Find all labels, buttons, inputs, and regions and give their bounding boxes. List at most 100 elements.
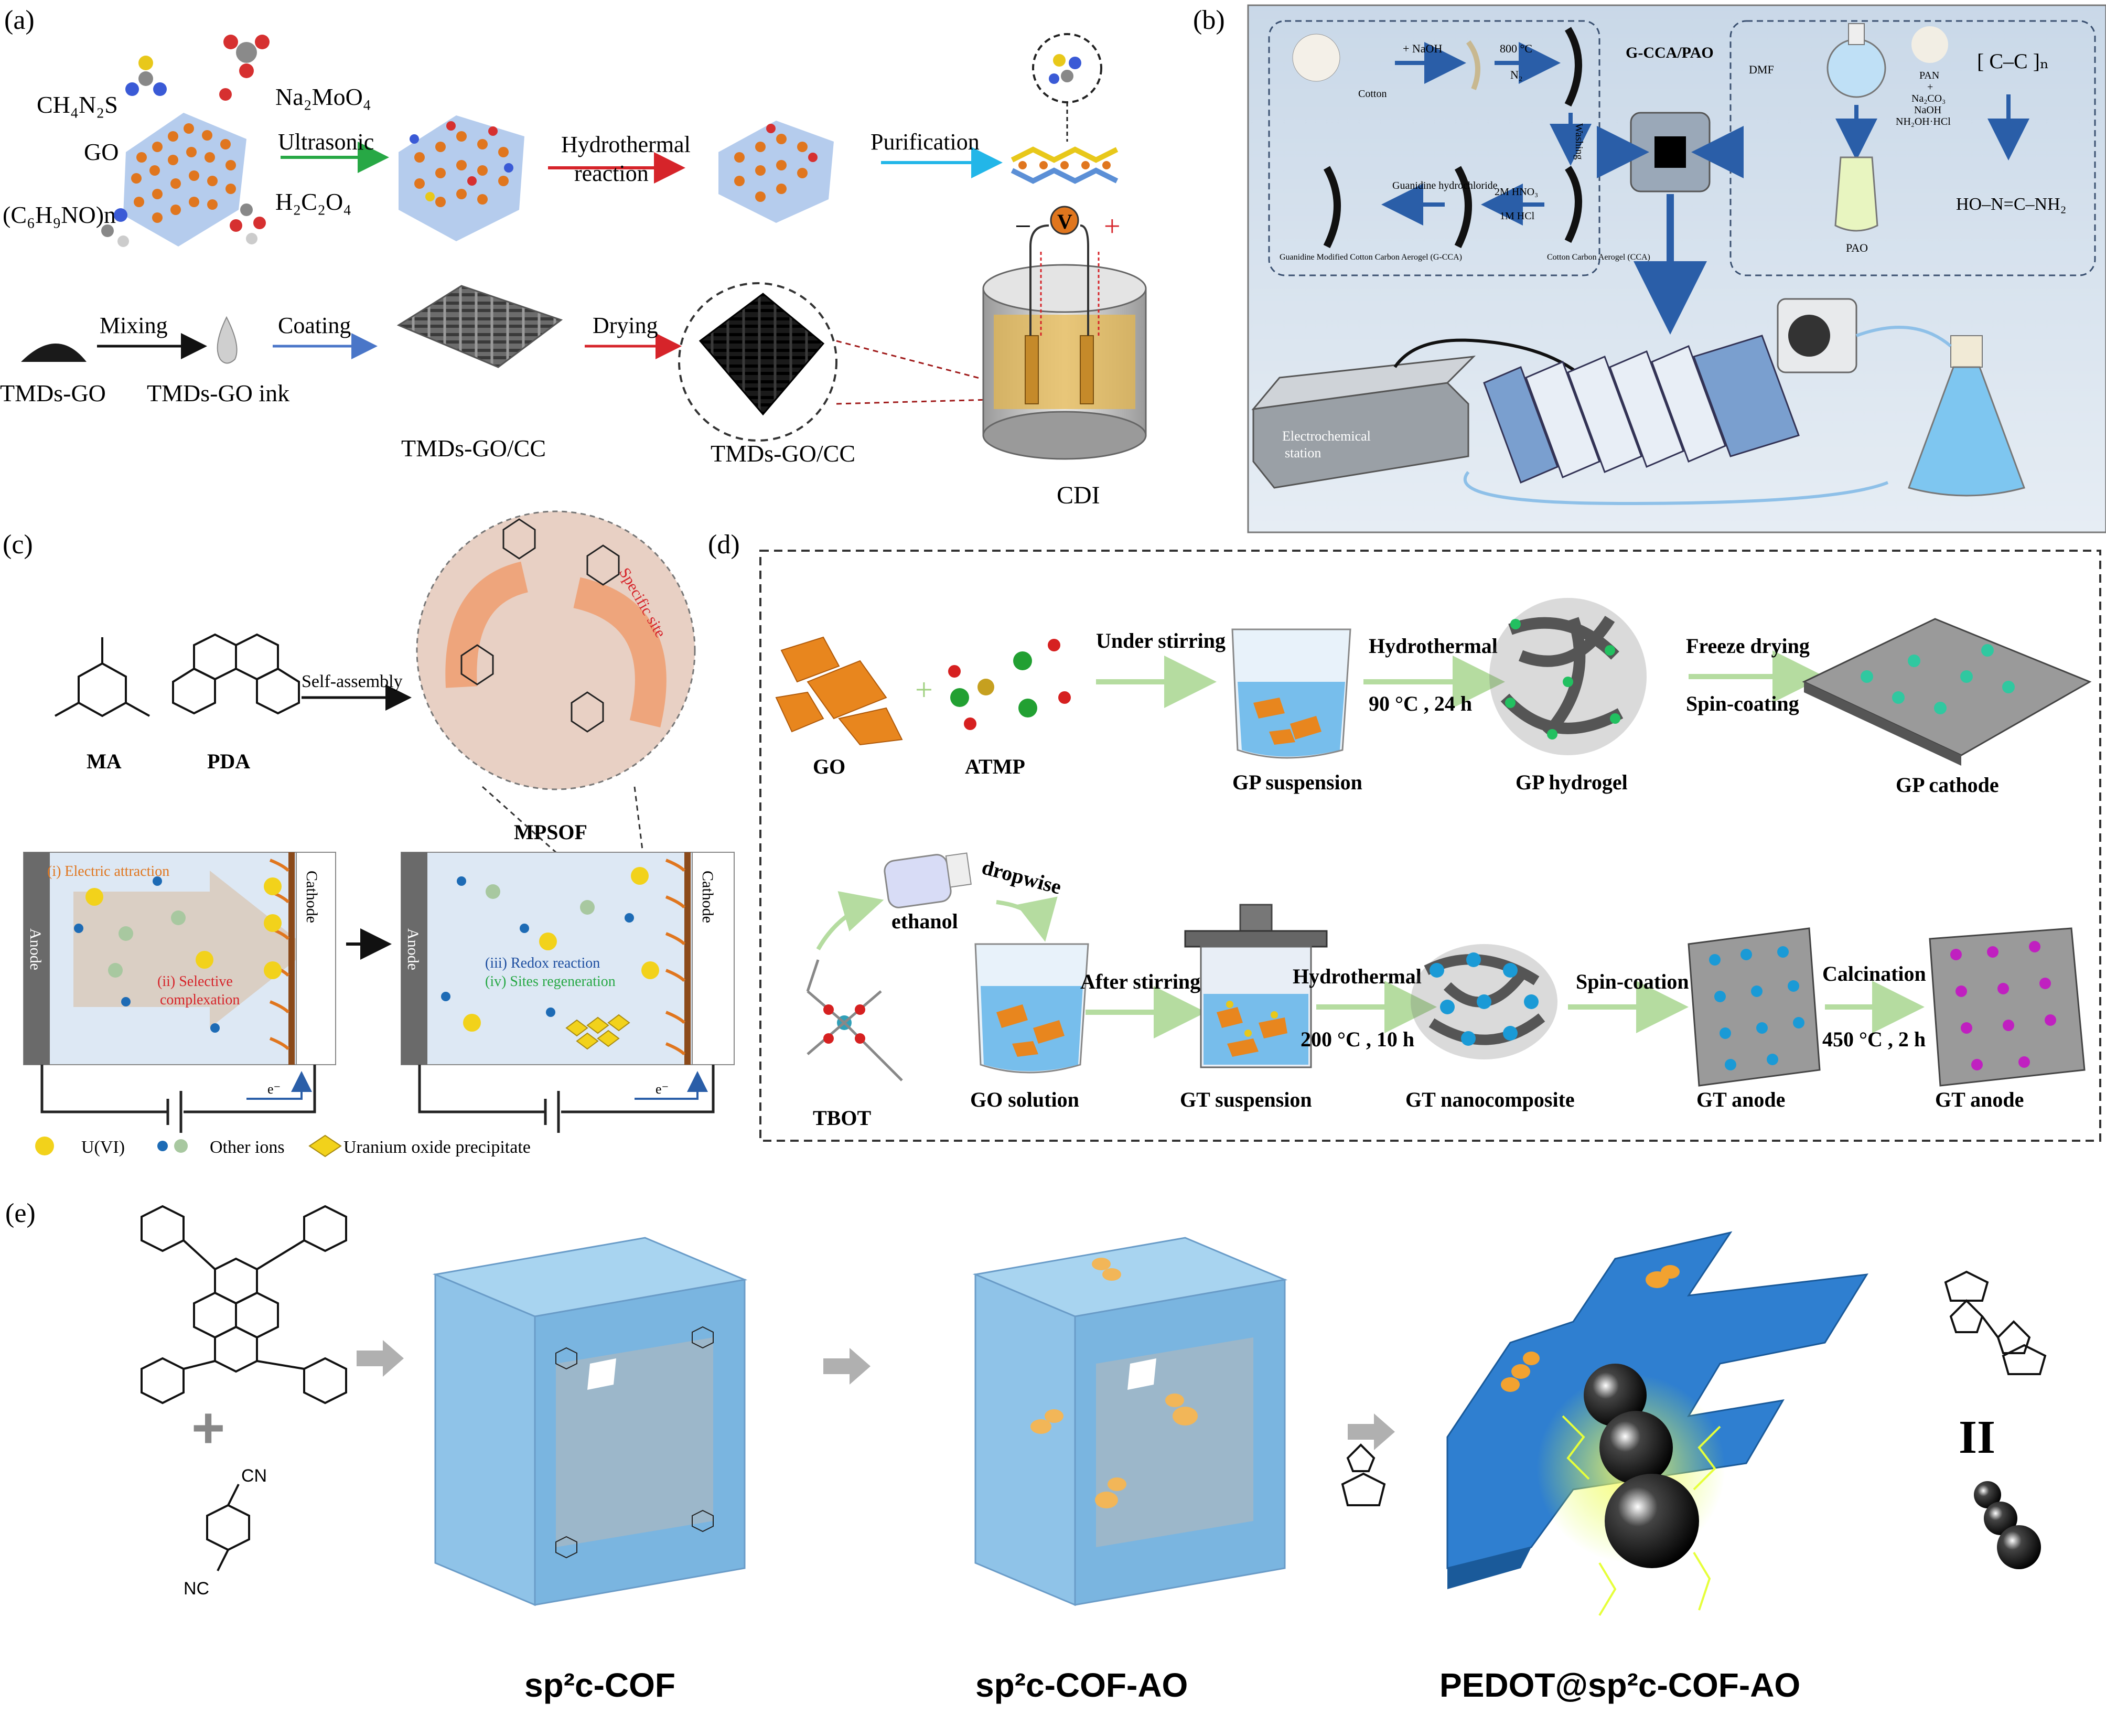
panel-d-frame (759, 550, 2101, 1142)
electron-label-left: e⁻ (267, 1081, 281, 1097)
flask-icon (1826, 23, 1886, 232)
cathode-label-left: Cathode (303, 871, 320, 923)
panel-c: (c) MA PDA Self-assembly Specific (3, 510, 735, 1158)
sp2c-cof-ao-framework-icon (972, 1237, 1288, 1606)
step-redox: (iii) Redox reaction (485, 955, 600, 971)
mpsof-structure-icon (416, 510, 696, 790)
cca-label: Cotton Carbon Aerogel (CCA) (1547, 253, 1650, 262)
naoh-label: + NaOH (1403, 42, 1442, 55)
zoom-line-bottom (836, 398, 1028, 405)
fiber-icon (1466, 40, 1480, 90)
d-go-solution: GO solution (970, 1088, 1079, 1111)
plus-sign: + (1104, 210, 1121, 243)
gt-anode-2-icon (1929, 927, 2086, 1087)
step-regeneration: (iv) Sites regeneration (485, 973, 616, 990)
pyrene-monomer-icon (141, 1205, 347, 1405)
d-freeze-drying: Freeze drying (1686, 634, 1810, 658)
gt-anode-1-icon (1688, 927, 1821, 1087)
d-tbot: TBOT (813, 1106, 871, 1130)
cca-fiber-icon (1564, 166, 1582, 243)
panel-b-label: (b) (1193, 5, 1225, 35)
ink-droplet-icon (217, 316, 238, 364)
pan-structure: [ C–C ]ₙ (1977, 49, 2049, 73)
cable-icon (1393, 338, 1585, 379)
legend-other-ions: Other ions (210, 1138, 285, 1157)
precipitate-icon (565, 1014, 630, 1050)
cathode-plate-right (684, 852, 691, 1065)
step-ultrasonic: Ultrasonic (278, 129, 374, 155)
arrow-e-3 (1348, 1413, 1395, 1450)
step-electric-attraction: (i) Electric attraction (47, 863, 169, 880)
self-assembly-label: Self-assembly (302, 672, 403, 691)
step-drying: Drying (593, 313, 658, 338)
go-flakes-icon (775, 636, 903, 746)
d-plus-sign: + (915, 672, 933, 707)
dicyano-monomer-icon (206, 1484, 250, 1571)
pedot-cof-framework-icon (1446, 1231, 1868, 1616)
electrode-module-icon (1597, 112, 1744, 335)
mixed-sheet-icon (399, 115, 524, 241)
panel-c-label: (c) (3, 530, 33, 560)
anode-plate-right (401, 852, 427, 1065)
pda-label: PDA (207, 749, 250, 773)
cathode-plate (288, 852, 295, 1065)
d-spin-coating: Spin-coating (1686, 692, 1799, 715)
arrow-e-1 (357, 1340, 404, 1377)
voltmeter-label: V (1057, 210, 1072, 233)
acid-hcl: 1M HCl (1500, 210, 1535, 222)
step-selective: (ii) Selective (157, 973, 233, 990)
ma-structure-icon (55, 637, 150, 717)
naoh-reagent: NaOH (1914, 104, 1941, 116)
carbon-fiber-icon (1564, 27, 1582, 107)
gp-cathode-icon (1802, 618, 2092, 766)
erlenmeyer-flask-icon (1908, 335, 2025, 497)
pao-label: PAO (1846, 241, 1868, 254)
cathode-box (296, 852, 336, 1065)
reacted-sheet-icon (718, 121, 834, 223)
washing-label: Washing (1573, 123, 1585, 160)
molecule-molybdate-icon (219, 35, 270, 101)
go-solution-beaker-icon (974, 943, 1089, 1074)
guanidine-label: Guanidine hydrochloride (1392, 180, 1498, 191)
cof2-label: sp²c-COF-AO (975, 1666, 1188, 1704)
cn-label: CN (241, 1466, 267, 1486)
anode-label-left: Anode (27, 928, 44, 970)
pan-label: PAN (1919, 70, 1939, 81)
plus-icon: + (191, 1396, 225, 1460)
gt-nanocomposite-icon (1411, 944, 1557, 1059)
product-tmds-go: TMDs-GO (0, 380, 106, 406)
electron-arrow-left (246, 1071, 312, 1100)
d-temp-3: 450 °C , 2 h (1822, 1027, 1926, 1051)
d-gt-nanocomposite: GT nanocomposite (1405, 1088, 1575, 1111)
pedot-structure-icon (1944, 1270, 2047, 1375)
tbot-molecule-icon (806, 959, 903, 1081)
cathode-box-right (692, 852, 735, 1065)
minus-sign: − (1015, 210, 1031, 243)
na2co3-label: Na₂CO₃ (1911, 93, 1946, 104)
coated-cloth-icon (678, 282, 837, 442)
gcca-label: Guanidine Modified Cotton Carbon Aerogel… (1280, 253, 1462, 262)
d-gt-anode-2: GT anode (1935, 1088, 2024, 1111)
pda-structure-icon (172, 633, 300, 715)
tubing-top-icon (1855, 326, 1952, 348)
circuit-left (40, 1065, 316, 1113)
legend-precipitate-icon (308, 1134, 342, 1158)
step-hydrothermal: Hydrothermal (561, 132, 691, 157)
binding-sites-right-icon (665, 859, 686, 1056)
molecule-oxalic-icon (230, 203, 266, 244)
product-tmds-go-cc-1: TMDs-GO/CC (401, 435, 546, 462)
tmds-go-layer-icon (1011, 33, 1119, 184)
d-go-label: GO (813, 755, 845, 778)
molecule-pvp-icon (101, 208, 129, 247)
reagent-go: GO (84, 138, 119, 165)
pan-powder-icon (1911, 26, 1948, 63)
gcca-pao-label: G-CCA/PAO (1626, 44, 1714, 61)
peristaltic-pump-icon (1777, 298, 1857, 373)
ma-label: MA (87, 749, 122, 773)
product-tmds-go-ink: TMDs-GO ink (147, 380, 289, 406)
step-complexation: complexation (160, 992, 240, 1008)
mpsof-label: MPSOF (514, 820, 587, 844)
d-dropwise: dropwise (980, 855, 1064, 899)
dmf-label: DMF (1749, 63, 1774, 76)
